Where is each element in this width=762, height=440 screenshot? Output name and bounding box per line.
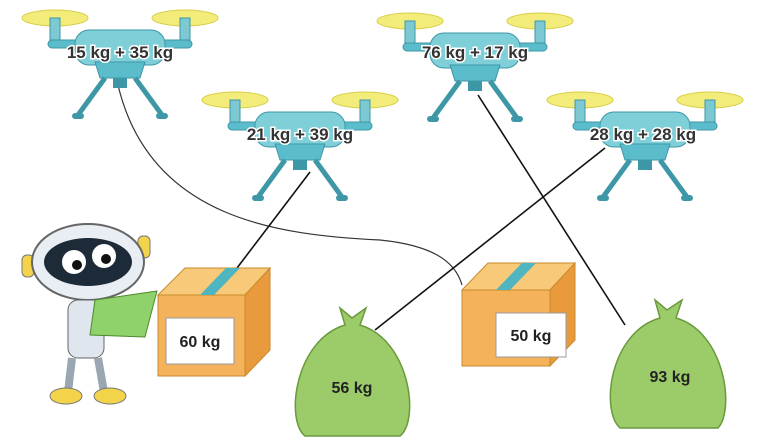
connection-line <box>477 94 626 326</box>
robot-character <box>21 223 158 405</box>
connection-line <box>374 147 606 331</box>
load-label: 56 kg <box>332 380 373 397</box>
drone-label: 21 kg + 39 kg <box>247 125 353 144</box>
box-60kg[interactable]: 60 kg <box>156 266 272 378</box>
load-label: 50 kg <box>511 328 552 345</box>
drone-3[interactable]: 76 kg + 17 kg <box>377 13 573 122</box>
drone-label: 28 kg + 28 kg <box>590 125 696 144</box>
drone-1[interactable]: 15 kg + 35 kg <box>22 10 218 119</box>
load-label: 60 kg <box>180 334 221 351</box>
bag-56kg[interactable]: 56 kg <box>294 305 411 437</box>
box-50kg[interactable]: 50 kg <box>460 261 577 368</box>
connection-line <box>117 84 463 286</box>
load-label: 93 kg <box>650 369 691 386</box>
bag-93kg[interactable]: 93 kg <box>609 297 727 429</box>
drone-label: 15 kg + 35 kg <box>67 43 173 62</box>
connection-line <box>236 171 311 269</box>
drone-4[interactable]: 28 kg + 28 kg <box>547 92 743 201</box>
drone-label: 76 kg + 17 kg <box>422 43 528 62</box>
drone-2[interactable]: 21 kg + 39 kg <box>202 92 398 201</box>
